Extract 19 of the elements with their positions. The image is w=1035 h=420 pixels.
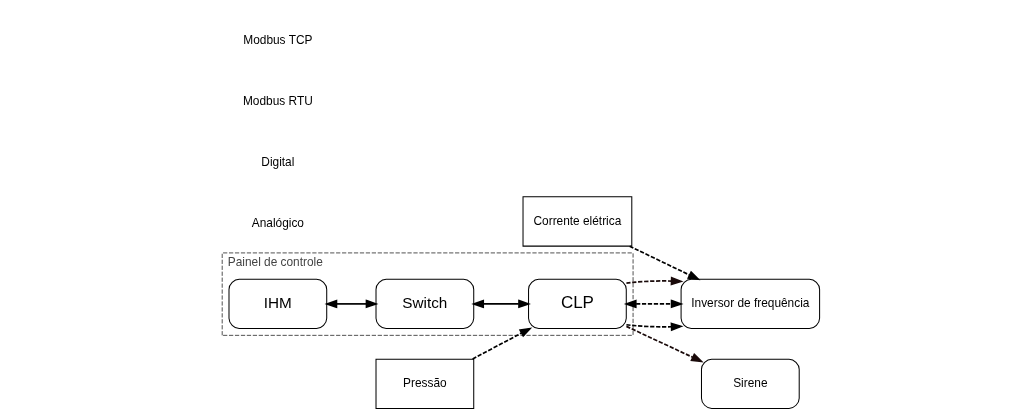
legend-label: Modbus TCP <box>243 32 313 47</box>
arrow <box>471 299 531 309</box>
arrow <box>628 245 701 281</box>
arrow <box>324 299 379 309</box>
node-box: Corrente elétrica <box>522 196 633 247</box>
legend-label: Modbus RTU <box>242 93 313 108</box>
arrow <box>625 276 684 286</box>
node-box: Switch <box>375 278 475 330</box>
legend-label: Digital <box>261 154 295 169</box>
node-box: IHM <box>228 278 328 330</box>
legend-label: Analógico <box>251 216 304 231</box>
node-box: CLP <box>528 278 627 330</box>
arrow <box>625 325 704 363</box>
node-box: Inversor de frequência <box>680 278 821 330</box>
node-box: Pressão <box>375 358 475 409</box>
node-box: Sirene <box>700 358 800 409</box>
arrow <box>623 299 684 309</box>
arrow <box>625 322 684 332</box>
arrow <box>471 327 533 360</box>
